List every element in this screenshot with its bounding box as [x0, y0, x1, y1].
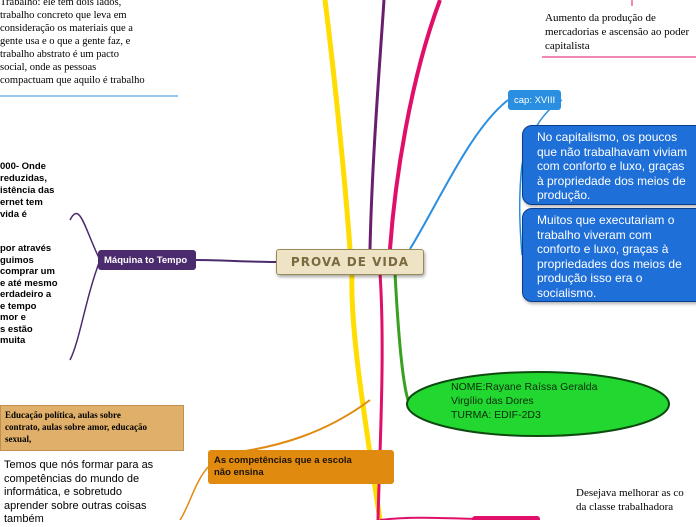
central-topic-label: PROVA DE VIDA — [290, 255, 410, 269]
maquina-text-top: 000- Onde reduzidas, istência das ernet … — [0, 161, 72, 221]
note-line: social, onde as pessoas — [0, 62, 97, 73]
socialism-box[interactable]: Muitos que executariam o trabalho vivera… — [522, 208, 696, 302]
cap-xviii-node[interactable]: cap: XVIII — [508, 90, 562, 110]
name-line: Virgílio das Dores — [451, 395, 534, 407]
top-right-note: Aumento da produção de mercadorias e asc… — [545, 11, 696, 53]
box-line: com conforto e luxo, graças — [537, 159, 685, 173]
competencias-tan-box[interactable]: Educação política, aulas sobre contrato,… — [0, 405, 184, 451]
maquina-label: Máquina to Tempo — [104, 254, 188, 266]
branch-magenta — [388, 0, 442, 250]
note-line: gente usa e o que a gente faz, e — [0, 36, 131, 47]
competencias-node[interactable]: As competências que a escola não ensina — [208, 450, 394, 484]
competencias-label-line: As competências que a escola — [214, 455, 352, 466]
note-line: reduzidas, — [0, 173, 47, 184]
branch-purple — [195, 259, 277, 263]
note-line: informática, e sobretudo — [4, 486, 123, 498]
box-line: propriedades dos meios de — [537, 256, 682, 271]
note-line: por através — [0, 243, 52, 254]
note-line: erdadeiro a — [0, 289, 52, 300]
bottom-right-note: Desejava melhorar as co da classe trabal… — [576, 487, 696, 514]
branch-green — [393, 272, 410, 401]
note-line: trabalho abstrato é um pacto — [0, 49, 119, 60]
note-line: e tempo — [0, 300, 37, 312]
note-line: contrato, aulas sobre amor, educação — [5, 422, 147, 432]
note-line: Temos que nós formar para as — [4, 459, 154, 471]
note-line: istência das — [0, 185, 55, 196]
box-line: No capitalismo, os poucos — [537, 130, 678, 144]
branch-purple-sub — [69, 212, 101, 261]
top-left-note: Trabalho: ele tem dois lados, trabalho c… — [0, 0, 180, 87]
note-line: Educação política, aulas sobre — [5, 410, 121, 420]
name-line: TURMA: EDIF-2D3 — [451, 409, 541, 421]
note-line: mor e — [0, 312, 26, 323]
competencias-label-line: não ensina — [214, 467, 264, 478]
note-line: 000- Onde — [0, 161, 46, 172]
branch-magenta-bottom — [376, 272, 384, 520]
note-line: da classe trabalhadora — [576, 500, 674, 513]
bottom-partial-node[interactable] — [472, 516, 540, 520]
maquina-text-bottom: por através guimos comprar um e até mesm… — [0, 243, 72, 347]
box-line: Muitos que executariam o — [537, 213, 675, 227]
name-ellipse[interactable]: NOME:Rayane Raíssa Geralda Virgílio das … — [451, 380, 641, 422]
branch-orange-sub — [179, 464, 211, 520]
note-line: ernet tem — [0, 197, 43, 208]
note-line: s estão — [0, 323, 33, 335]
note-line: e até mesmo — [0, 277, 58, 289]
box-line: produção. — [537, 188, 591, 202]
note-line: trabalho concreto que leva em — [0, 10, 127, 21]
branch-purple-sub2 — [69, 259, 101, 361]
cap-xviii-label: cap: XVIII — [514, 94, 556, 106]
note-line: compactuam que aquilo é trabalho — [0, 75, 145, 86]
central-topic[interactable]: PROVA DE VIDA — [276, 249, 424, 275]
branch-blue-box2 — [518, 164, 523, 256]
note-line: Desejava melhorar as co — [576, 487, 684, 499]
branch-yellow-top — [322, 0, 353, 250]
capitalism-box[interactable]: No capitalismo, os poucos que não trabal… — [522, 125, 696, 205]
competencias-text: Temos que nós formar para as competência… — [4, 459, 184, 527]
box-line: que não trabalhavam viviam — [537, 144, 688, 159]
branch-blue — [409, 99, 509, 250]
box-line: à propriedade dos meios de — [537, 173, 686, 188]
box-line: socialismo. — [537, 285, 597, 300]
note-line: vida é — [0, 209, 27, 220]
note-line: muita — [0, 335, 26, 346]
note-line: sexual, — [5, 434, 32, 444]
branch-orange — [209, 399, 371, 456]
note-line: aprender sobre outras coisas — [4, 499, 147, 512]
note-line: Trabalho: ele tem dois lados, — [0, 0, 122, 8]
box-line: trabalho viveram com — [537, 227, 652, 242]
note-line: mercadorias e ascensão ao poder — [545, 26, 690, 38]
note-line: consideração os materiais que a — [0, 23, 133, 34]
note-line: Aumento da produção de — [545, 12, 656, 24]
name-ellipse-shape — [406, 371, 670, 437]
box-line: conforto e luxo, graças à — [537, 242, 669, 256]
branch-dark-purple — [368, 0, 386, 250]
note-line: guimos — [0, 254, 34, 266]
note-line: competências do mundo de — [4, 472, 140, 485]
note-line: capitalista — [545, 40, 590, 52]
box-line: produção isso era o — [537, 271, 643, 285]
note-line: comprar um — [0, 266, 55, 277]
name-line: NOME:Rayane Raíssa Geralda — [451, 381, 598, 393]
maquina-node[interactable]: Máquina to Tempo — [98, 250, 196, 270]
